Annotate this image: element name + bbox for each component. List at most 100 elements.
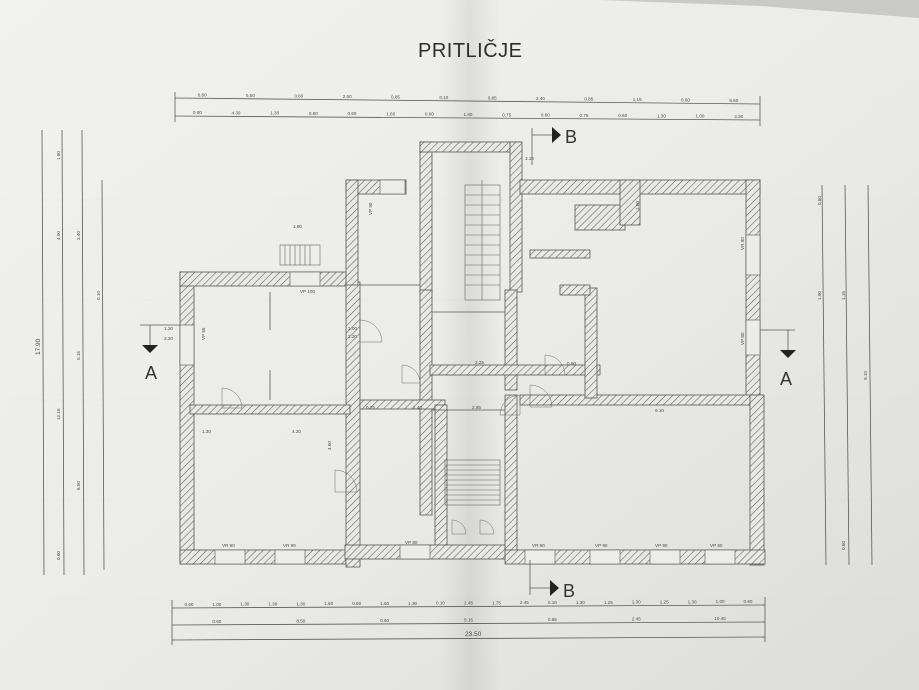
bottom-dim-1-5: 1.60: [324, 601, 333, 606]
room-dim-d3: 1.40: [413, 405, 422, 410]
bottom-dim-1-3: 1.30: [268, 602, 277, 607]
bottom-dim-1-1: 1.00: [212, 602, 221, 607]
left-dim-mid-0: 1.80: [56, 151, 61, 160]
room-dim-d11: 4.60: [327, 441, 332, 450]
right-dim-2: 1.90: [817, 291, 822, 300]
top-dim-1-5: 0.10: [439, 95, 448, 100]
top-dim-2-14: 3.30: [734, 114, 743, 119]
left-dim-mid-1: 4.00: [56, 231, 61, 240]
bottom-dim-1-2: 1.30: [240, 602, 249, 607]
bottom-dim-1-20: 0.60: [744, 599, 753, 604]
left-dim-outer: 17.90: [35, 338, 42, 355]
window-label-vp90-b5: VP 90: [595, 543, 608, 548]
bottom-dim-1-0: 0.60: [185, 602, 194, 607]
top-dim-2-5: 1.60: [386, 112, 395, 117]
top-dim-1-1: 6.50: [246, 93, 255, 98]
top-dim-1-7: 2.40: [536, 96, 545, 101]
window-label-vp80-b7: VP 80: [710, 543, 723, 548]
bottom-dim-1-14: 1.30: [576, 600, 585, 605]
svg-text:B: B: [565, 127, 577, 147]
window-label-vr90-right: VR 90: [740, 237, 745, 250]
right-dim-0: 0.60: [817, 196, 822, 205]
top-dim-1-11: 5.60: [729, 98, 738, 103]
top-dim-1-3: 2.50: [343, 94, 352, 99]
bottom-dim-1-9: 0.10: [436, 601, 445, 606]
window-label-vp85: VP 85: [201, 327, 206, 340]
top-dim-1-6: 0.85: [488, 95, 497, 100]
window-label-vp80-right: VP 80: [740, 332, 745, 345]
bottom-dim-1-4: 1.30: [296, 601, 305, 606]
bottom-total-dimension: 23.50: [465, 631, 482, 638]
window-label-vp80-b3: VP 80: [405, 540, 418, 545]
bottom-dim-1-18: 1.30: [688, 599, 697, 604]
paper-shadow-top: [600, 0, 919, 18]
bottom-dim-1-8: 1.30: [408, 601, 417, 606]
plan-title: PRITLIČJE: [418, 39, 523, 62]
bottom-dim-1-13: 0.10: [548, 600, 557, 605]
doors: [221, 319, 566, 535]
room-dim-d8: 1.20: [164, 326, 173, 331]
bottom-dim-2-3: 5.15: [464, 618, 473, 623]
bottom-dim-2-4: 0.85: [548, 617, 557, 622]
window-label-vr90-b2: VR 90: [283, 543, 296, 548]
top-dim-1-9: 1.15: [633, 97, 642, 102]
room-dim-d2: 2.20: [348, 334, 357, 339]
room-dim-d4: 0.75: [366, 405, 375, 410]
room-dim-d10: 1.80: [293, 224, 302, 229]
right-dimension-chain: [821, 184, 873, 566]
top-dim-2-4: 0.60: [348, 111, 357, 116]
left-dim-inner-0: 12.15: [56, 408, 61, 420]
top-dimension-chain: [174, 92, 761, 126]
stairs: [279, 180, 501, 506]
bottom-dim-1-6: 0.60: [352, 601, 361, 606]
top-dim-2-12: 1.30: [657, 113, 666, 118]
top-dim-2-9: 0.60: [541, 113, 550, 118]
section-marker-b-top: B: [531, 127, 577, 165]
window-label-vr90-b1: VR 90: [222, 543, 235, 548]
room-dim-corr: 2.25: [475, 360, 484, 365]
svg-text:A: A: [145, 363, 157, 383]
top-dim-2-13: 1.00: [696, 114, 705, 119]
top-dim-1-10: 0.60: [681, 97, 690, 102]
bottom-dim-1-12: 2.45: [520, 600, 529, 605]
section-marker-a-left: A: [140, 324, 180, 383]
room-dim-d1: 1.00: [348, 326, 357, 331]
svg-text:A: A: [780, 369, 792, 389]
top-dim-1-8: 0.85: [584, 96, 593, 101]
bottom-dim-1-7: 1.60: [380, 601, 389, 606]
room-dim-mid: 2.85: [472, 405, 481, 410]
window-label-vr90-b4: VR 90: [532, 543, 545, 548]
bottom-dim-1-17: 1.25: [660, 600, 669, 605]
section-marker-a-right: A: [760, 329, 796, 389]
room-dim-room-w: 4.20: [292, 429, 301, 434]
left-dim-inner-1: 5.15: [76, 351, 81, 360]
room-dim-big-w: 9.10: [655, 408, 664, 413]
bottom-dim-2-2: 0.60: [380, 618, 389, 623]
top-dim-2-2: 1.30: [270, 111, 279, 116]
top-dim-2-1: 4.30: [232, 110, 241, 115]
top-dim-2-11: 0.60: [618, 113, 627, 118]
paper-fold: [440, 0, 500, 690]
left-dim-inner-2: 6.50: [76, 481, 81, 490]
top-dim-2-3: 0.60: [309, 111, 318, 116]
top-dim-2-6: 0.60: [425, 112, 434, 117]
bottom-dim-2-5: 2.45: [632, 617, 641, 622]
bottom-dim-1-11: 1.75: [492, 600, 501, 605]
bottom-dim-1-10: 2.45: [464, 601, 473, 606]
window-openings: [179, 179, 761, 565]
section-marker-b-bottom: B: [529, 560, 575, 601]
bottom-dim-2-6: 10.45: [714, 616, 726, 621]
right-dim-3: 9.10: [863, 371, 868, 380]
svg-text:B: B: [563, 581, 575, 601]
window-label-vp100: VP 100: [300, 289, 315, 294]
bottom-dimension-labels-1: 0.60 1.00 1.30 1.30 1.30 1.60 0.60 1.60 1.30 0.10…: [185, 599, 753, 607]
bottom-dim-2-1: 8.50: [296, 618, 305, 623]
right-dim-1: 1.15: [841, 291, 846, 300]
left-dim-inner-3: 0.60: [56, 551, 61, 560]
right-dim-4: 0.60: [841, 541, 846, 550]
bottom-dim-1-15: 1.25: [604, 600, 613, 605]
